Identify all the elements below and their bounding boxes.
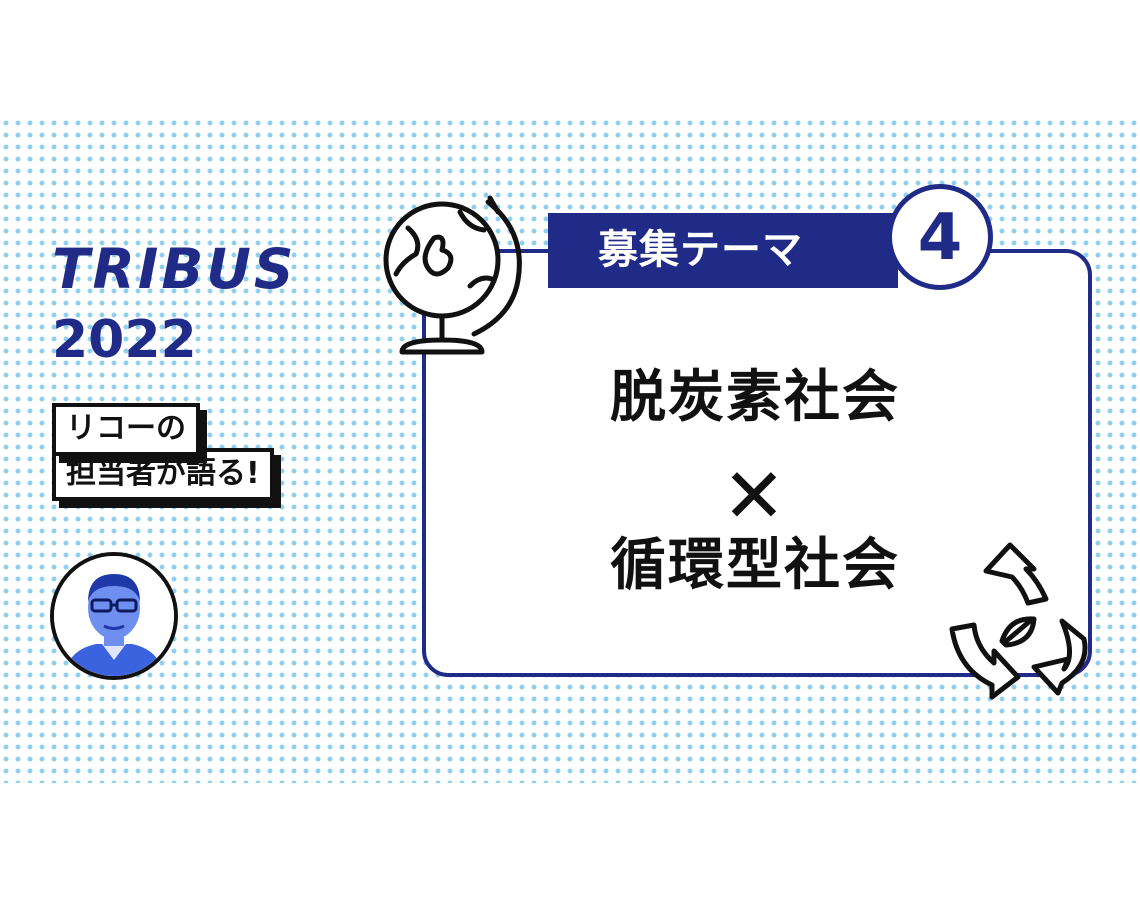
globe-icon	[383, 195, 522, 355]
brand-year: 2022	[52, 310, 197, 370]
theme-card	[422, 249, 1092, 677]
theme-title-line-1: 脱炭素社会	[610, 365, 900, 430]
theme-number: 4	[887, 184, 993, 290]
cross-mark: ✕	[722, 451, 788, 540]
brand-title: TRIBUS	[52, 237, 297, 301]
person-photo-icon	[54, 556, 174, 676]
avatar	[50, 552, 178, 680]
recycle-icon	[949, 542, 1088, 700]
tag-line-2: 担当者が語る!	[52, 448, 274, 501]
tag-line-1: リコーの	[52, 403, 200, 456]
theme-title-line-2: 循環型社会	[610, 533, 900, 598]
theme-label: 募集テーマ	[548, 213, 898, 288]
